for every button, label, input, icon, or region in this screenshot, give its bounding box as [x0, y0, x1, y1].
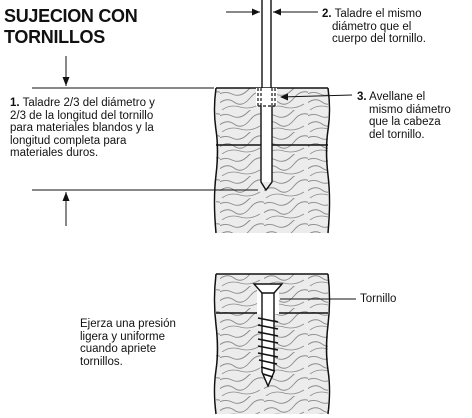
pressure-note-line-1: Ejerza una presión [80, 318, 176, 330]
step-2-line-3: cuerpo del tornillo. [332, 33, 426, 45]
pilot-hole [256, 88, 277, 192]
step-2-note: 2. Taladre el mismo diámetro que el cuer… [322, 8, 472, 46]
screw-label: Tornillo [360, 293, 397, 305]
step-3-leader-arrow [280, 93, 353, 101]
step-1-dimension-arrows [32, 56, 258, 226]
step-1-number: 1. [10, 97, 20, 109]
step-3-line-2: mismo diámetro [369, 103, 451, 116]
step-1-line-5: materiales duros. [10, 147, 99, 159]
step-3-number: 3. [357, 91, 367, 103]
step-1-line-3: para materiales blandos y la [10, 122, 154, 134]
title-line-2: TORNILLOS [4, 27, 105, 47]
step-2-line-2: diámetro que el [332, 20, 412, 33]
step-1-line-2: 2/3 de la longitud del tornillo [10, 109, 154, 122]
step-2-number: 2. [322, 8, 332, 20]
title-line-1: SUJECION CON [4, 6, 138, 26]
step-2-line-1: Taladre el mismo [334, 8, 422, 20]
pressure-note-line-4: tornillos. [80, 355, 123, 368]
step-1-line-1: Taladre 2/3 del diámetro y [22, 97, 155, 109]
page-title: SUJECION CON TORNILLOS [4, 6, 138, 48]
pressure-note-line-2: ligera y uniforme [80, 330, 166, 343]
pressure-note-line-3: cuando apriete [80, 343, 157, 355]
screw-threads [257, 317, 279, 378]
screw [252, 283, 284, 388]
step-3-note: 3. Avellane el mismo diámetro que la cab… [357, 91, 469, 141]
step-3-line-1: Avellane el [369, 91, 426, 103]
step-3-line-4: del tornillo. [369, 128, 425, 141]
drill-bit-shank [261, 0, 272, 88]
pressure-note: Ejerza una presión ligera y uniforme cua… [80, 318, 220, 368]
step-2-dimension-arrows [226, 8, 318, 16]
step-3-line-3: que la cabeza [369, 116, 441, 128]
step-1-line-4: longitud completa para [10, 134, 127, 147]
step-1-note: 1. Taladre 2/3 del diámetro y 2/3 de la … [10, 97, 215, 160]
